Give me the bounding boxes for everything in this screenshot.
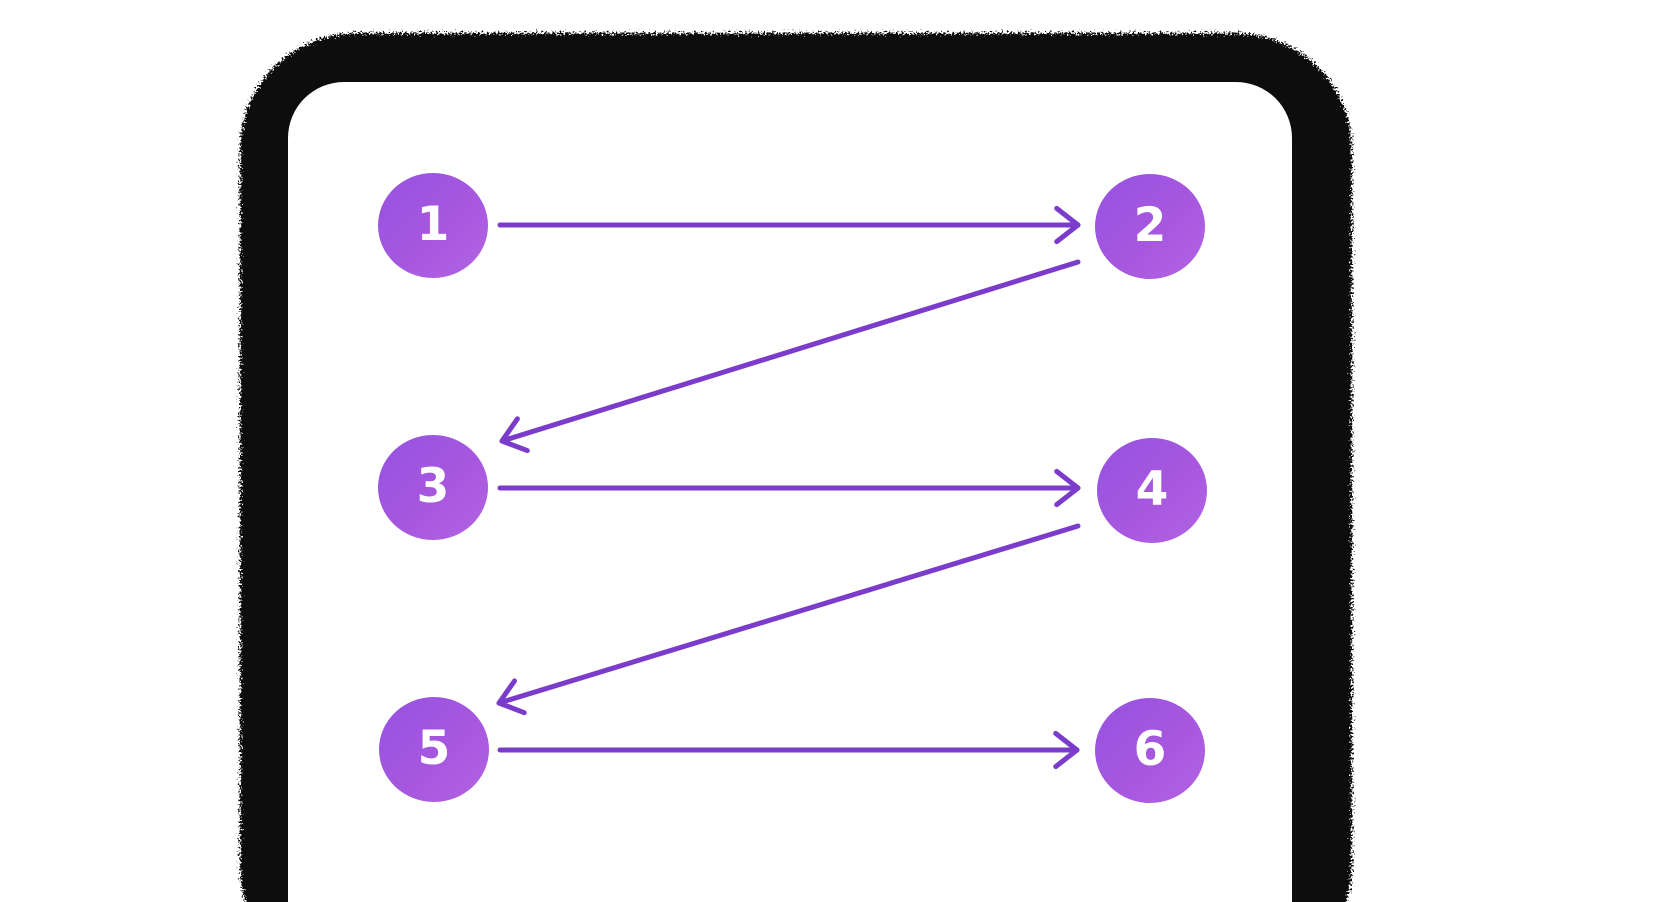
arrow-5-6 xyxy=(497,730,1080,770)
card xyxy=(288,82,1292,902)
arrow-3-4 xyxy=(497,468,1081,508)
arrowhead-icon xyxy=(499,416,530,454)
arrowhead-icon xyxy=(1054,468,1081,508)
flow-arrows xyxy=(496,205,1081,770)
arrowhead-icon xyxy=(1053,730,1080,770)
arrowhead-icon xyxy=(496,678,527,716)
arrow-2-3 xyxy=(499,259,1081,454)
arrow-4-5 xyxy=(496,523,1081,716)
arrow-1-2 xyxy=(497,205,1081,245)
arrowhead-icon xyxy=(1054,205,1081,245)
